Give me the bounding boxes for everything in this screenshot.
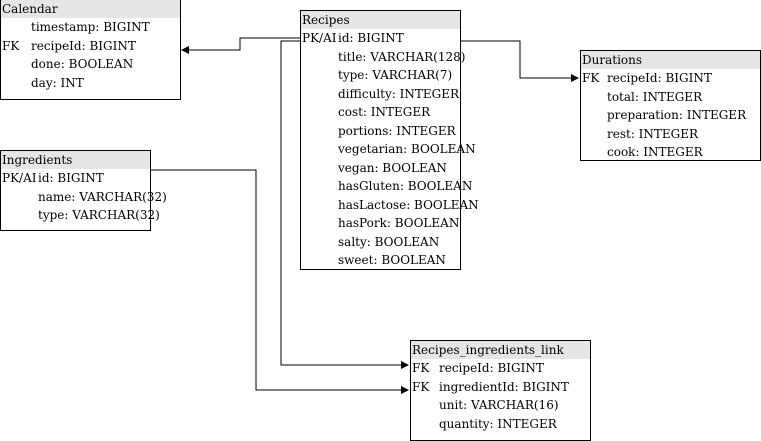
table-row: FK ingredientId: BIGINT: [411, 378, 590, 397]
field-label: timestamp: BIGINT: [31, 20, 150, 34]
field-label: hasPork: BOOLEAN: [338, 216, 460, 230]
key-label: FK: [412, 379, 430, 394]
key-label: PK/AI: [2, 171, 37, 185]
field-label: type: VARCHAR(7): [338, 68, 453, 82]
key-label: FK: [412, 361, 430, 375]
field-label: title: VARCHAR(128): [338, 49, 466, 64]
field-label: recipeId: BIGINT: [439, 361, 544, 375]
table-row: vegan: BOOLEAN: [301, 159, 460, 178]
recipes-ingredients-link-table-title: Recipes_ingredients_link: [411, 341, 590, 359]
table-row: hasLactose: BOOLEAN: [301, 196, 479, 215]
field-label: total: INTEGER: [607, 89, 703, 104]
table-row: title: VARCHAR(128): [301, 48, 465, 67]
table-row: preparation: INTEGER: [581, 106, 760, 125]
field-label: day: INT: [31, 75, 84, 90]
table-row: total: INTEGER: [581, 88, 760, 107]
field-label: unit: VARCHAR(16): [439, 398, 559, 412]
field-label: portions: INTEGER: [338, 123, 456, 138]
recipes-ingredients-link-table: Recipes_ingredients_link FK recipeId: BIG…: [410, 340, 591, 441]
table-row: cost: INTEGER: [301, 103, 460, 122]
field-label: rest: INTEGER: [607, 126, 699, 141]
table-row: type: VARCHAR(32): [1, 206, 160, 225]
table-row: rest: INTEGER: [581, 125, 760, 144]
ingredients-table-title: Ingredients: [1, 151, 150, 169]
field-label: sweet: BOOLEAN: [338, 253, 446, 267]
field-label: difficulty: INTEGER: [338, 86, 460, 101]
field-label: id: BIGINT: [38, 171, 104, 185]
durations-table: Durations FK recipeId: BIGINT total: INTE…: [580, 50, 761, 161]
field-label: name: VARCHAR(32): [38, 189, 167, 204]
table-row: name: VARCHAR(32): [1, 188, 167, 207]
key-label: FK: [582, 71, 600, 85]
table-row: difficulty: INTEGER: [301, 85, 460, 104]
calendar-table-title: Calendar: [1, 0, 180, 18]
table-row: hasGluten: BOOLEAN: [301, 177, 472, 196]
field-label: preparation: INTEGER: [607, 108, 747, 122]
table-row: vegetarian: BOOLEAN: [301, 140, 476, 159]
table-row: cook: INTEGER: [581, 143, 760, 162]
table-row: type: VARCHAR(7): [301, 66, 460, 85]
field-label: cook: INTEGER: [607, 145, 703, 159]
table-row: FK recipeId: BIGINT: [1, 37, 180, 56]
table-row: FK recipeId: BIGINT: [581, 69, 760, 88]
table-row: sweet: BOOLEAN: [301, 251, 460, 270]
calendar-table: Calendar timestamp: BIGINT FK recipeId: B…: [0, 0, 181, 100]
field-label: ingredientId: BIGINT: [439, 379, 569, 394]
recipes-to-calendar-link: [181, 37, 300, 54]
field-label: done: BOOLEAN: [31, 57, 134, 71]
recipes-to-durations-link: [460, 40, 579, 82]
recipes-table-title: Recipes: [301, 11, 460, 29]
table-row: timestamp: BIGINT: [1, 18, 180, 37]
table-row: quantity: INTEGER: [411, 415, 590, 434]
table-row: hasPork: BOOLEAN: [301, 214, 460, 233]
table-row: FK recipeId: BIGINT: [411, 359, 590, 378]
field-label: quantity: INTEGER: [439, 416, 557, 431]
table-row: day: INT: [1, 74, 180, 93]
table-row: portions: INTEGER: [301, 122, 460, 141]
field-label: recipeId: BIGINT: [607, 71, 712, 85]
field-label: hasGluten: BOOLEAN: [338, 179, 473, 193]
field-label: vegetarian: BOOLEAN: [338, 142, 476, 156]
durations-table-title: Durations: [581, 51, 760, 69]
field-label: vegan: BOOLEAN: [338, 160, 447, 175]
table-row: done: BOOLEAN: [1, 55, 180, 74]
key-label: PK/AI: [302, 31, 337, 45]
field-label: recipeId: BIGINT: [31, 38, 136, 53]
field-label: id: BIGINT: [338, 31, 404, 45]
field-label: cost: INTEGER: [338, 105, 431, 119]
field-label: type: VARCHAR(32): [38, 208, 160, 222]
field-label: hasLactose: BOOLEAN: [338, 197, 479, 212]
table-row: salty: BOOLEAN: [301, 233, 460, 252]
key-label: FK: [2, 38, 20, 53]
table-row: unit: VARCHAR(16): [411, 396, 590, 415]
field-label: salty: BOOLEAN: [338, 234, 440, 249]
